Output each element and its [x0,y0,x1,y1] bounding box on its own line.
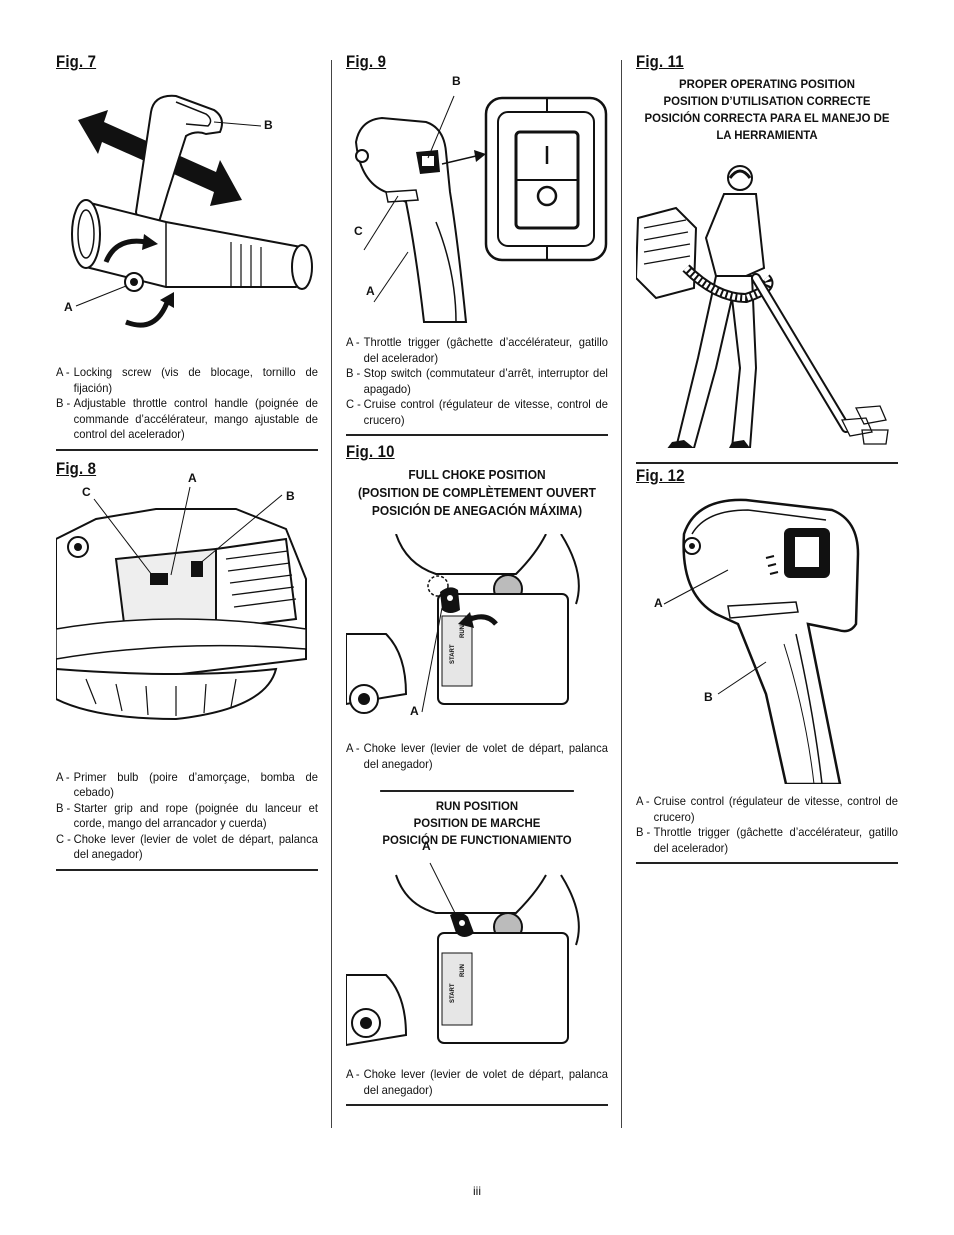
fig10-run-caption: A -Choke lever (levier de volet de dépar… [346,1067,608,1097]
fig8-title: Fig. 8 [56,458,97,478]
choke-lever-run [450,912,474,937]
fig11-title: Fig. 11 [636,52,684,71]
fig10-run-panel-start: START [450,983,456,1003]
fig9-bottom-rule [346,434,608,436]
fig8-caption-a: A -Primer bulb (poire d’amorçage, bomba … [56,769,318,800]
fig10-full-panel-start: START [450,644,456,664]
fig12-caption-b: B -Throttle trigger (gâchette d’accéléra… [636,825,898,855]
fig9-captions: A -Throttle trigger (gâchette d’accéléra… [346,335,608,428]
fig7-illustration: B A [56,72,318,347]
fig8-captions: A -Primer bulb (poire d’amorçage, bomba … [56,770,318,863]
fig9-illustration: B C A [346,72,608,327]
fig7-caption-a: A -Locking screw (vis de blocage, tornil… [56,365,318,395]
fig12-captions: A -Cruise control (régulateur de vitesse… [636,794,898,856]
fig11-illustration [636,158,898,448]
fig12-label-b: B [704,690,713,704]
fig8-label-b: B [286,488,295,503]
fig10-run-label-a: A [422,839,431,853]
fig11-bottom-rule [636,462,898,464]
fig12-illustration: A B [636,494,898,784]
column-1: Fig. 7 B A [56,52,318,871]
fig7-label-a: A [64,300,73,314]
fig8-label-a: A [188,470,197,485]
fig9-caption-b: B -Stop switch (commutateur d’arrêt, int… [346,366,608,396]
fig9-label-a: A [366,284,375,298]
fig7-bottom-rule [56,448,318,451]
fig7-label-b: B [264,118,273,132]
fig10-full-label-a: A [410,704,419,718]
column-divider-left [331,60,332,1128]
fig10-run-heading: RUN POSITION POSITION DE MARCHE POSICIÓN… [380,790,574,849]
fig12-caption-a: A -Cruise control (régulateur de vitesse… [636,794,898,824]
fig10-full-choke-illustration: START RUN A [346,534,608,719]
fig8-caption-c: C -Choke lever (levier de volet de dépar… [56,831,318,862]
fig9-caption-c: C -Cruise control (régulateur de vitesse… [346,397,608,427]
fig10-title: Fig. 10 [346,442,395,461]
fig8-caption-b: B -Starter grip and rope (poignée du lan… [56,800,318,831]
fig12-bottom-rule [636,862,898,864]
fig8-label-c: C [82,484,91,499]
fig7-caption-b: B -Adjustable throttle control handle (p… [56,396,318,441]
fig9-label-c: C [354,224,363,238]
fig7-captions: A -Locking screw (vis de blocage, tornil… [56,365,318,443]
fig10-full-caption: A -Choke lever (levier de volet de dépar… [346,741,608,771]
fig9-label-b: B [452,74,461,88]
fig10-full-panel-run: RUN [460,625,466,638]
fig8-bottom-rule [56,868,318,871]
fig12-title: Fig. 12 [636,466,685,485]
fig9-caption-a: A -Throttle trigger (gâchette d’accéléra… [346,335,608,365]
fig7-title: Fig. 7 [56,52,97,71]
fig10-run-illustration: START RUN A [346,839,608,1055]
column-2: Fig. 9 B C A [346,52,608,1106]
fig9-title: Fig. 9 [346,52,387,71]
fig12-label-a: A [654,596,663,610]
column-divider-right [621,60,622,1128]
fig11-heading: PROPER OPERATING POSITION POSITION D’UTI… [644,77,890,142]
column-3: Fig. 11 PROPER OPERATING POSITION POSITI… [636,52,898,864]
page-number: iii [473,1184,481,1198]
fig10-run-panel-run: RUN [460,964,466,977]
fig10-bottom-rule [346,1104,608,1106]
fig8-illustration: C A B [56,471,318,754]
choke-lever-full [440,587,460,613]
fig10-full-choke-heading: FULL CHOKE POSITION (POSITION DE COMPLÈT… [358,467,596,518]
